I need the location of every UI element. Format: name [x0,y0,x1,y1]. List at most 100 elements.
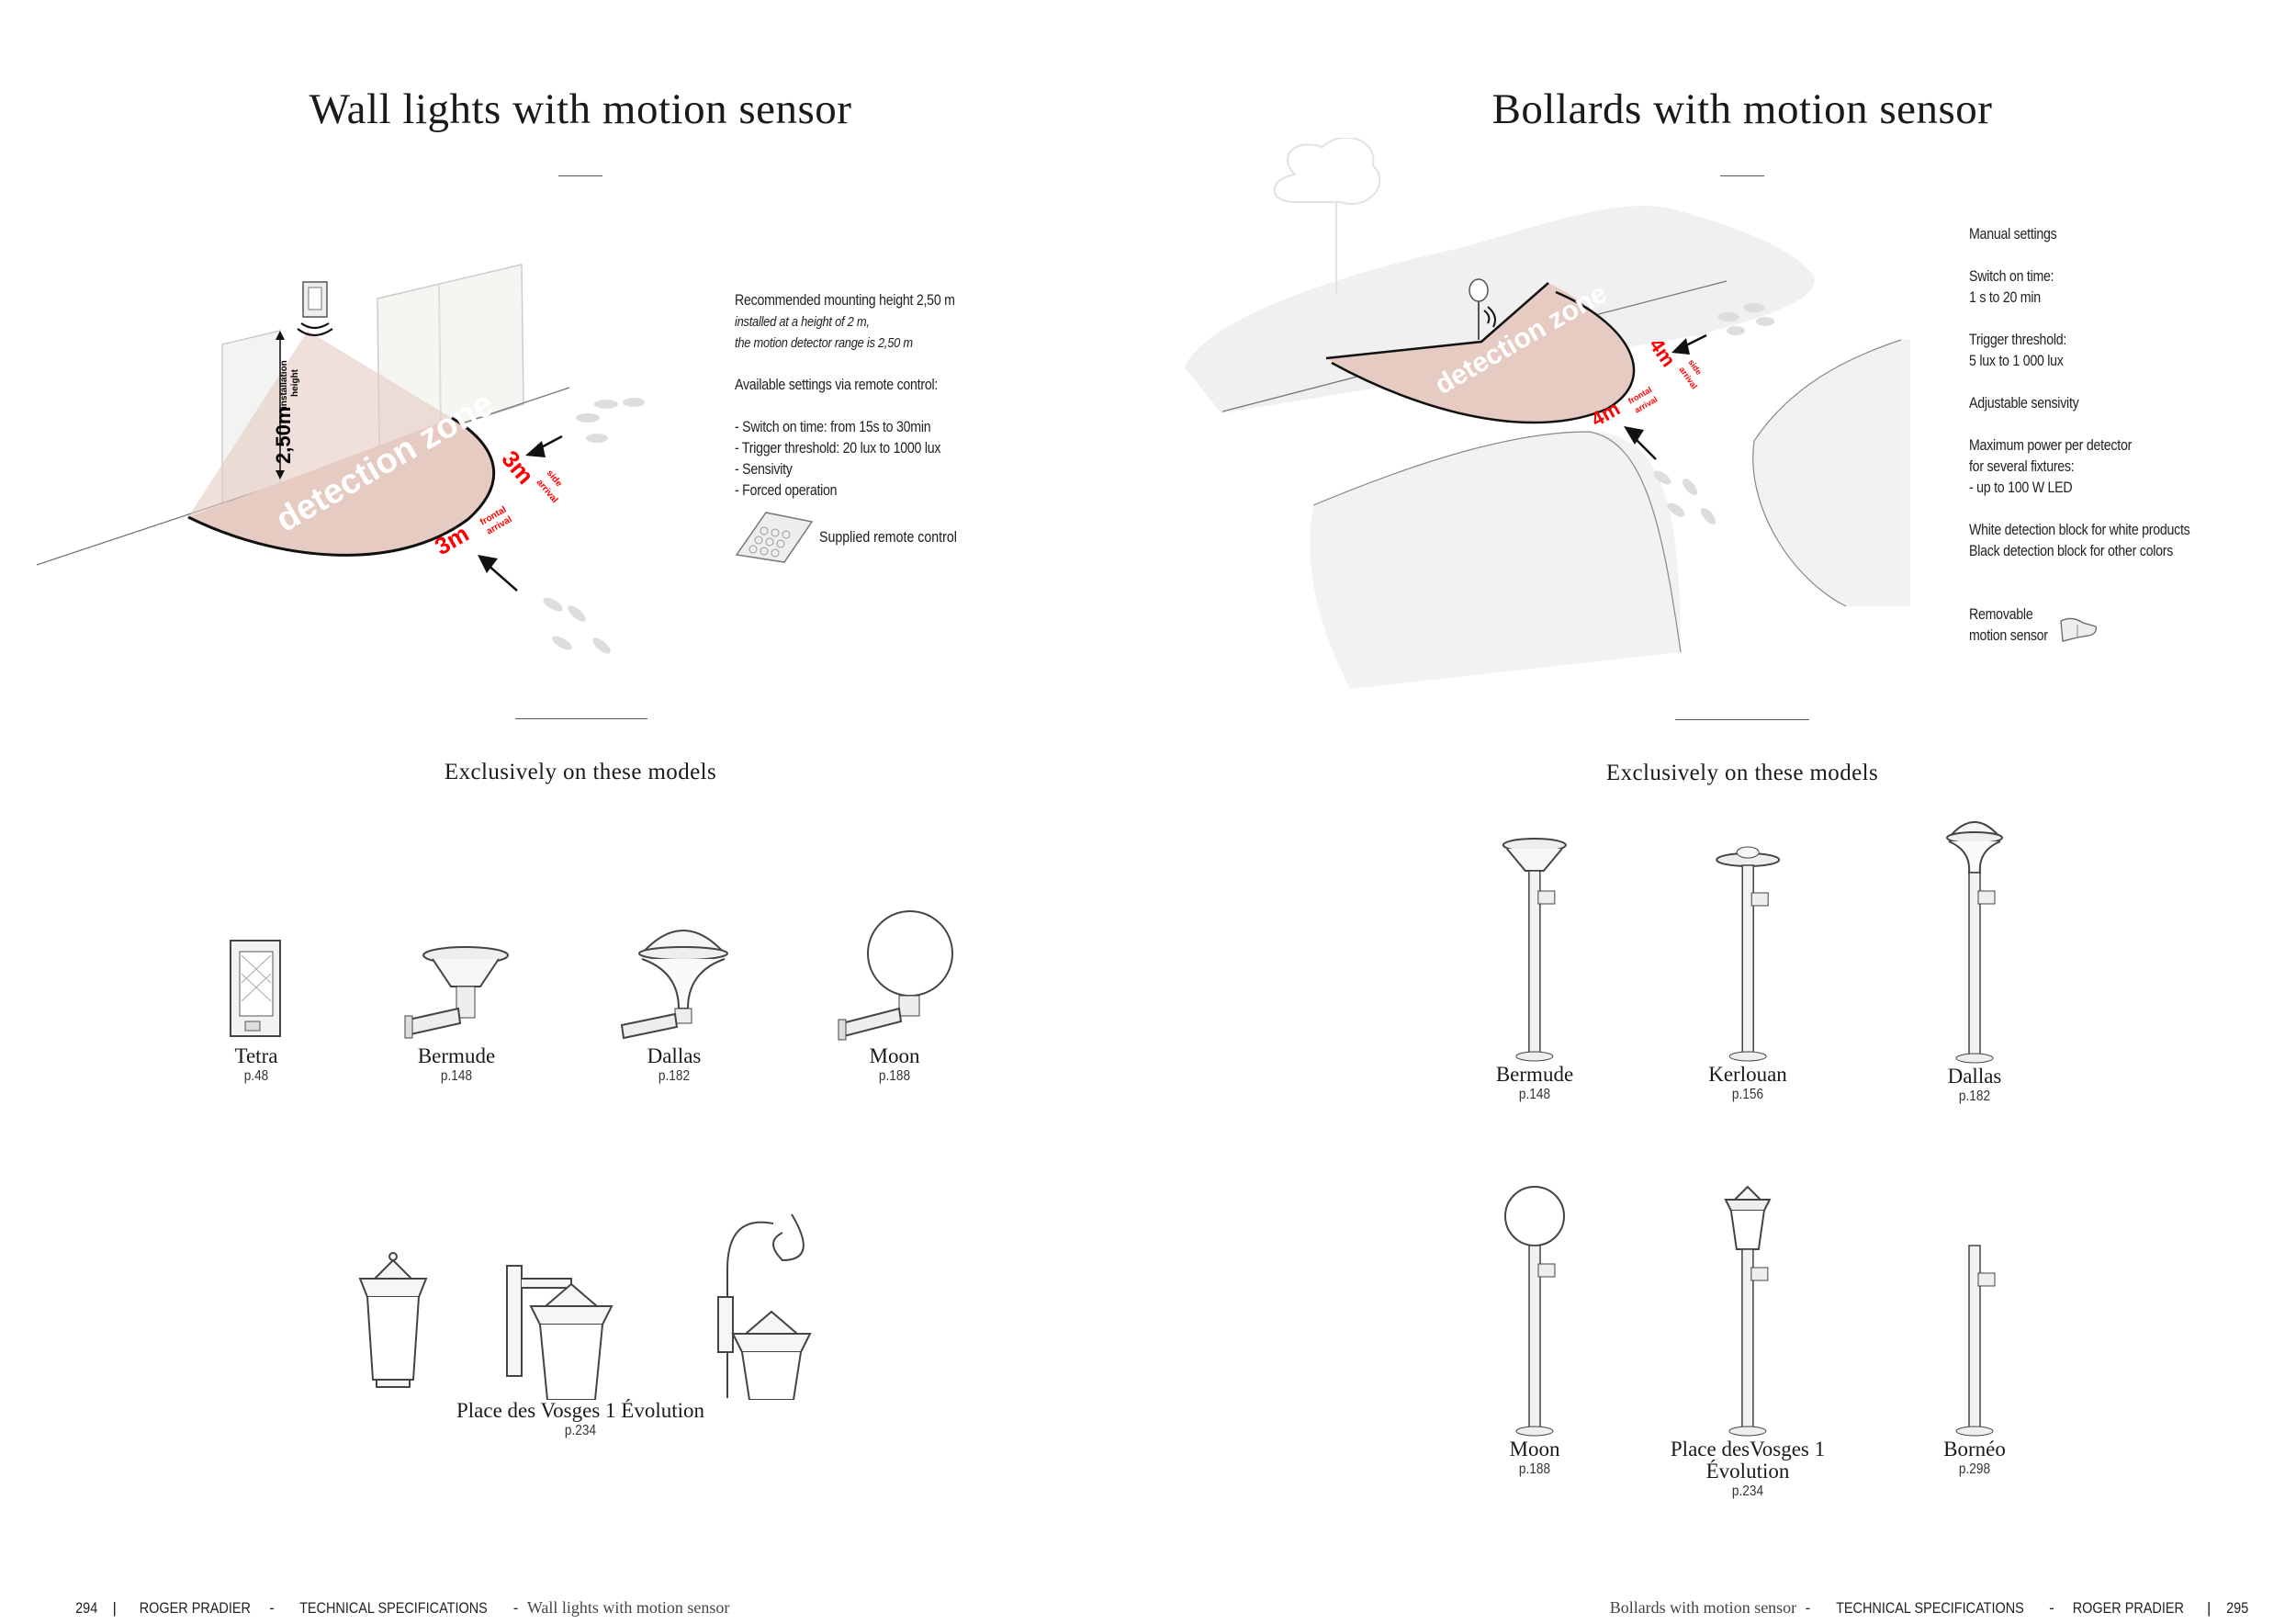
bermude-wall-lamp-icon [404,946,509,1039]
side-arrival-marker: 4m side arrival [1645,334,1707,390]
spec-line: Switch on time: [1969,268,2054,285]
wall-light-detection-diagram: detection zone 2,50m installation height… [36,264,645,654]
model-bermude[interactable]: Bermude p.148 [401,942,512,1086]
footer-separator: - [512,1599,519,1617]
svg-text:2,50m: 2,50m [272,407,295,464]
model-dallas[interactable]: Dallas p.182 [614,917,734,1086]
model-name: Évolution [1705,1460,1790,1483]
left-models-heading: Exclusively on these models [444,760,717,784]
model-name: Dallas [1947,1065,2002,1088]
tetra-lamp-icon [230,940,281,1037]
model-page: p.156 [1731,1087,1764,1102]
left-footer: 294 | ROGER PRADIER - TECHNICAL SPECIFIC… [73,1598,729,1618]
model-page: p.148 [440,1068,473,1084]
right-models-heading: Exclusively on these models [1605,761,1879,785]
spec-line: 5 lux to 1 000 lux [1969,353,2064,369]
place-des-vosges-lamps-icon [358,1213,812,1400]
spec-note: installed at a height of 2 m, [735,314,870,330]
place-des-vosges-bollard-icon [1724,1185,1772,1437]
spec-line: White detection block for white products [1969,522,2190,538]
right-page-title: Bollards with motion sensor [1491,85,1993,133]
kerlouan-bollard-icon [1715,846,1780,1062]
model-page: p.188 [878,1068,911,1084]
section-divider [515,718,647,719]
spec-line: Manual settings [1969,226,2057,242]
model-place-des-vosges-bollard[interactable]: Place desVosges 1 Évolution p.234 [1671,1181,1825,1501]
side-arrival-marker: 3m side arrival [496,434,564,505]
spec-line: Recommended mounting height 2,50 m [735,292,955,309]
footer-separator: | [112,1599,117,1617]
footer-separator: - [1805,1599,1811,1617]
page-number: 294 [75,1599,98,1617]
spec-line: Available settings via remote control: [735,377,939,393]
footer-section: TECHNICAL SPECIFICATIONS [1835,1599,2024,1617]
spec-line: - Switch on time: from 15s to 30min [735,419,931,435]
detection-zone [188,418,494,556]
model-page: p.48 [243,1068,269,1084]
moon-wall-lamp-icon [838,910,953,1041]
model-name: Bermude [1495,1063,1574,1086]
model-name: Moon [869,1044,920,1067]
model-moon-bollard[interactable]: Moon p.188 [1498,1185,1571,1479]
bollard-sensor-icon [1469,278,1496,340]
model-borneo[interactable]: Bornéo p.298 [1938,1242,2011,1479]
spec-line: 1 s to 20 min [1969,289,2041,306]
section-divider [1675,719,1809,720]
model-name: Bermude [417,1044,496,1067]
model-page: p.298 [1958,1461,1991,1477]
dallas-bollard-icon [1946,821,2003,1064]
bermude-bollard-icon [1503,838,1567,1062]
footer-separator: - [2049,1599,2054,1617]
spec-line: Black detection block for other colors [1969,543,2174,559]
spec-line: Adjustable sensivity [1969,395,2079,412]
model-name: Moon [1509,1438,1560,1460]
detection-zone [1326,283,1634,423]
bollard-specs: Manual settings Switch on time: 1 s to 2… [1969,224,2190,647]
moon-bollard-icon [1504,1186,1565,1437]
spec-line: Removable [1969,606,2033,623]
motion-sensor-icon [2060,617,2097,642]
remote-control-icon [735,512,814,563]
right-footer: Bollards with motion sensor - TECHNICAL … [1610,1598,2250,1618]
model-name: Tetra [234,1044,278,1067]
footer-separator: | [2207,1599,2212,1617]
model-page: p.234 [1731,1483,1764,1499]
remote-control-label: Supplied remote control [819,529,957,546]
model-bermude-bollard[interactable]: Bermude p.148 [1496,834,1573,1104]
footer-brand: ROGER PRADIER [2072,1599,2185,1617]
spec-note: the motion detector range is 2,50 m [735,335,913,351]
title-divider [1720,175,1764,176]
model-page: p.234 [564,1423,597,1438]
footprints [1653,303,1774,525]
model-place-des-vosges[interactable]: Place des Vosges 1 Évolution p.234 [342,1205,819,1440]
spec-line: - Trigger threshold: 20 lux to 1000 lux [735,440,941,457]
model-name: Kerlouan [1708,1063,1787,1086]
model-name: Place des Vosges 1 Évolution [456,1399,705,1422]
footer-section: TECHNICAL SPECIFICATIONS [299,1599,489,1617]
model-kerlouan[interactable]: Kerlouan p.156 [1708,834,1787,1104]
borneo-bollard-icon [1955,1245,1996,1437]
spec-line: Maximum power per detector [1969,437,2133,454]
model-name: Place desVosges 1 [1670,1438,1826,1460]
spec-line: - Sensivity [735,461,793,478]
spec-line: motion sensor [1969,627,2048,644]
footprints [543,398,645,654]
model-page: p.182 [658,1068,691,1084]
sensor-cone [188,331,452,517]
model-tetra[interactable]: Tetra p.48 [219,933,293,1086]
title-divider [558,175,602,176]
spec-line: Trigger threshold: [1969,332,2067,348]
wall-light-sensor-icon [297,281,333,337]
model-name: Bornéo [1943,1438,2006,1460]
left-page-title: Wall lights with motion sensor [309,85,852,133]
model-moon[interactable]: Moon p.188 [835,909,954,1086]
footer-brand: ROGER PRADIER [139,1599,252,1617]
model-page: p.148 [1518,1087,1551,1102]
page-number: 295 [2225,1599,2248,1617]
dallas-wall-lamp-icon [620,930,728,1040]
svg-text:height: height [290,368,300,397]
footer-title: Wall lights with motion sensor [526,1598,730,1617]
model-dallas-bollard[interactable]: Dallas p.182 [1938,818,2011,1106]
bollard-detection-diagram: detection zone 4m side arrival 4m fronta… [1185,138,1910,689]
spec-line: - Forced operation [735,482,838,499]
